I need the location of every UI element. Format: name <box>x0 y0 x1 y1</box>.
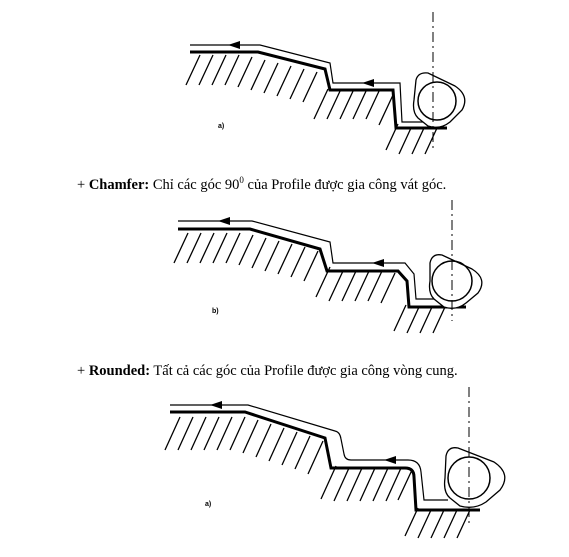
caption-term: Chamfer: <box>88 177 150 193</box>
caption-chamfer: + Chamfer: Chỉ các góc 900 của Profile đ… <box>77 176 446 194</box>
direction-arrow-2 <box>372 259 384 267</box>
caption-text-before: Chỉ các góc 90 <box>149 177 240 193</box>
figure-tag: a) <box>205 501 211 508</box>
direction-arrow-2 <box>384 456 396 464</box>
caption-term: Rounded: <box>88 363 151 379</box>
caption-text-after: của Profile được gia công vát góc. <box>243 177 447 193</box>
direction-arrow-1 <box>210 401 222 409</box>
figure-b-drawing: b) <box>173 200 483 334</box>
direction-arrow-2 <box>362 79 374 87</box>
figure-a-square-corners: a) <box>0 0 569 165</box>
hatch-lines <box>173 232 446 334</box>
direction-arrow-1 <box>228 41 240 49</box>
caption-superscript: 0 <box>239 175 244 186</box>
hatch-lines <box>164 416 471 539</box>
part-profile <box>170 410 480 512</box>
caption-prefix: + <box>77 363 89 379</box>
figure-tag: a) <box>218 123 224 130</box>
caption-rounded: + Rounded: Tất cả các góc của Profile đư… <box>77 362 458 380</box>
cutting-insert <box>428 254 483 309</box>
direction-arrow-1 <box>218 217 230 225</box>
figure-c-drawing: a) <box>164 387 506 539</box>
hatch-lines <box>185 54 438 155</box>
insert-circle <box>417 81 457 121</box>
caption-prefix: + <box>77 177 89 193</box>
figure-b-chamfer-corners: b) <box>0 195 569 355</box>
cutting-insert <box>443 447 506 508</box>
tool-path <box>170 404 448 501</box>
part-profile <box>178 227 466 309</box>
tool-path <box>190 44 425 123</box>
tool-path <box>178 220 440 300</box>
figure-a-drawing: a) <box>185 12 466 155</box>
figure-tag: b) <box>212 308 219 315</box>
figure-c-rounded-corners: a) <box>0 382 569 557</box>
caption-text: Tất cả các góc của Profile được gia công… <box>150 363 458 379</box>
part-profile <box>190 50 447 130</box>
